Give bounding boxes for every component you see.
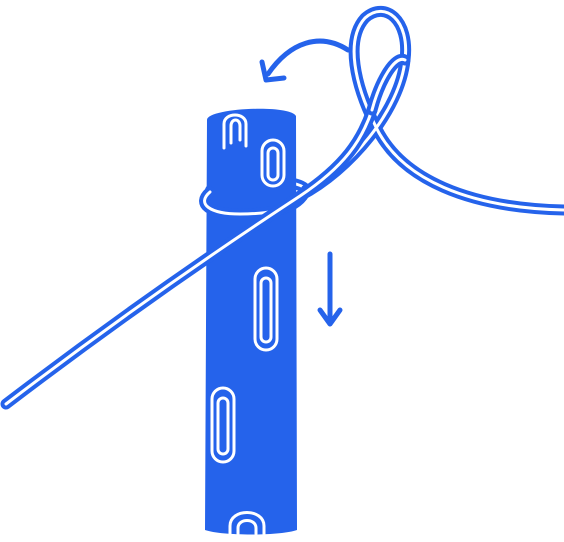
rope-front-segment xyxy=(0,104,378,410)
rope-back-segment xyxy=(294,6,564,216)
post-markings xyxy=(210,113,286,536)
rope-loop xyxy=(366,53,411,116)
post xyxy=(205,108,297,536)
curved-arrow-icon xyxy=(259,38,351,83)
arrow-down-icon xyxy=(317,251,343,327)
